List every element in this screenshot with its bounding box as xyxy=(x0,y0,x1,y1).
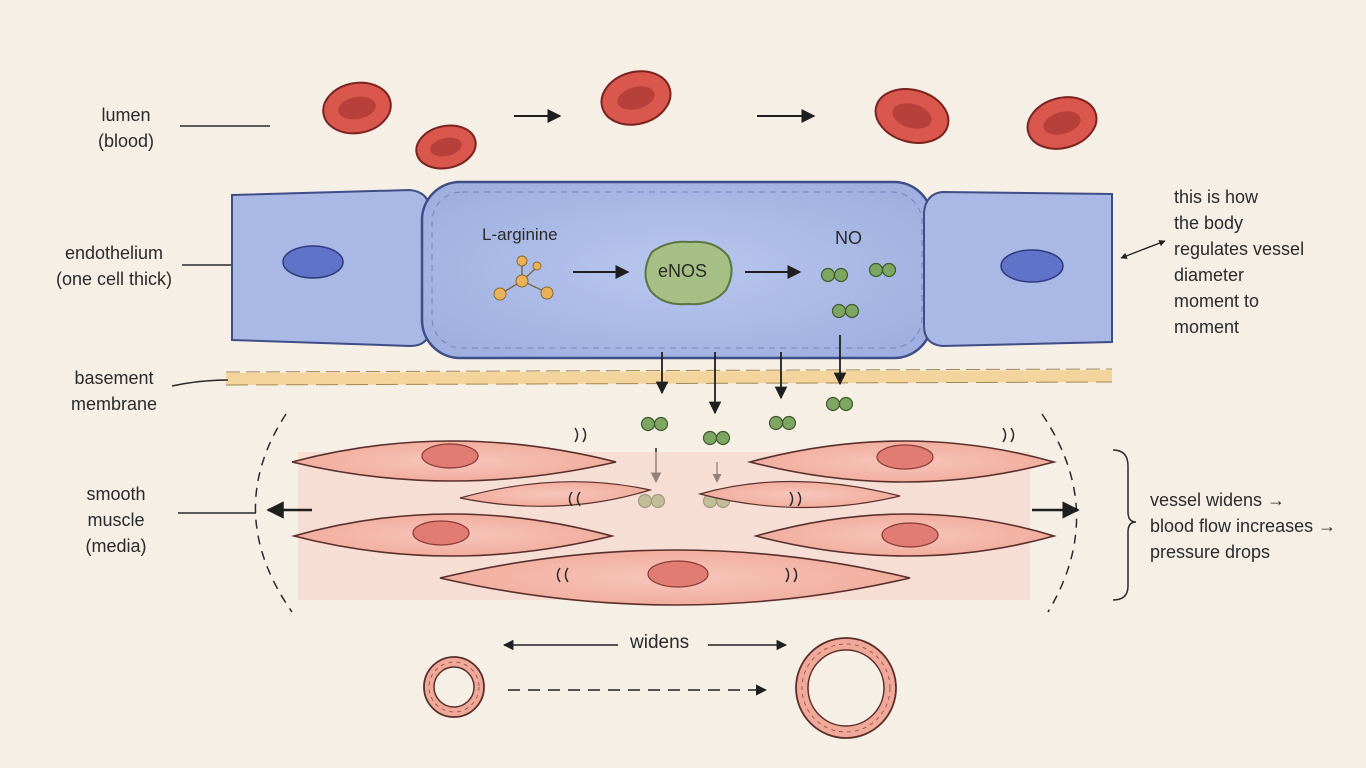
effects-list: vessel widens → blood flow increases → p… xyxy=(1150,487,1336,565)
widens-label: widens xyxy=(630,632,690,653)
endothelium-label: endothelium (one cell thick) xyxy=(46,240,182,292)
l-arginine-label: L-arginine xyxy=(482,225,558,244)
endothelium-layer xyxy=(182,180,1166,360)
smooth-muscle-cell xyxy=(459,481,653,507)
regulation-note-line: moment to xyxy=(1174,291,1260,311)
enos-label: eNOS xyxy=(658,261,708,281)
nucleus-red xyxy=(412,520,470,546)
smooth-muscle-label-line: (media) xyxy=(85,536,147,556)
lumen-label: lumen (blood) xyxy=(88,102,164,154)
basement-label-line: basement xyxy=(74,368,154,388)
no-label: NO xyxy=(835,228,862,248)
nucleus-blue xyxy=(282,245,344,279)
no-molecule-icon xyxy=(768,415,797,431)
endothelium-label-line: (one cell thick) xyxy=(55,269,173,289)
smooth-muscle-label-line: smooth xyxy=(86,484,146,504)
effects-brace xyxy=(1112,449,1137,601)
basement-membrane-label: basement membrane xyxy=(60,365,168,417)
nucleus-blue xyxy=(1000,249,1064,283)
l-arginine-molecule-icon xyxy=(493,255,554,301)
note-pointer-arrow xyxy=(1120,240,1166,259)
lumen-label-line: lumen xyxy=(101,105,151,125)
basement-membrane xyxy=(171,368,1113,387)
narrow-vessel-icon xyxy=(423,656,485,718)
nucleus-red xyxy=(876,444,934,470)
smooth-muscle-label-line: muscle xyxy=(87,510,145,530)
no-molecule-icon xyxy=(831,303,860,319)
regulation-note-line: the body xyxy=(1174,213,1244,233)
regulation-note-line: regulates vessel xyxy=(1174,239,1305,259)
regulation-note-line: this is how xyxy=(1174,187,1259,207)
nucleus-red xyxy=(881,522,939,548)
red-blood-cell xyxy=(322,81,392,135)
red-blood-cell xyxy=(874,88,950,144)
basement-label-line: membrane xyxy=(70,394,158,414)
relaxation-marks xyxy=(556,427,1015,583)
lumen-region xyxy=(180,70,1098,170)
effect-line: pressure drops xyxy=(1150,542,1271,562)
red-blood-cell xyxy=(415,124,477,170)
nucleus-red xyxy=(421,443,479,469)
effect-line: vessel widens → xyxy=(1150,490,1286,510)
basement-leader-line xyxy=(171,379,229,387)
lumen-label-line: (blood) xyxy=(97,131,155,151)
regulation-note-line: diameter xyxy=(1174,265,1245,285)
enos-enzyme-icon xyxy=(644,240,733,306)
red-blood-cell xyxy=(600,70,672,126)
smooth-muscle-label: smooth muscle (media) xyxy=(70,481,162,559)
widened-vessel-icon xyxy=(795,637,897,739)
effect-line: blood flow increases → xyxy=(1150,516,1337,536)
smooth-muscle-layer xyxy=(178,413,1137,613)
no-molecule-icon xyxy=(825,396,854,412)
no-molecule-icon xyxy=(868,262,897,278)
no-molecule-icon xyxy=(640,416,669,432)
no-molecule-icon xyxy=(820,267,849,283)
red-blood-cell xyxy=(1026,96,1098,150)
expansion-boundary-right xyxy=(1041,413,1078,613)
endothelium-label-line: endothelium xyxy=(64,243,164,263)
nucleus-red xyxy=(647,560,709,588)
vessel-comparison xyxy=(423,637,897,739)
expansion-boundary-left xyxy=(254,413,293,613)
no-molecule-icon xyxy=(702,430,731,446)
regulation-note-line: moment xyxy=(1174,317,1240,337)
regulation-note: this is how the body regulates vessel di… xyxy=(1174,184,1304,340)
